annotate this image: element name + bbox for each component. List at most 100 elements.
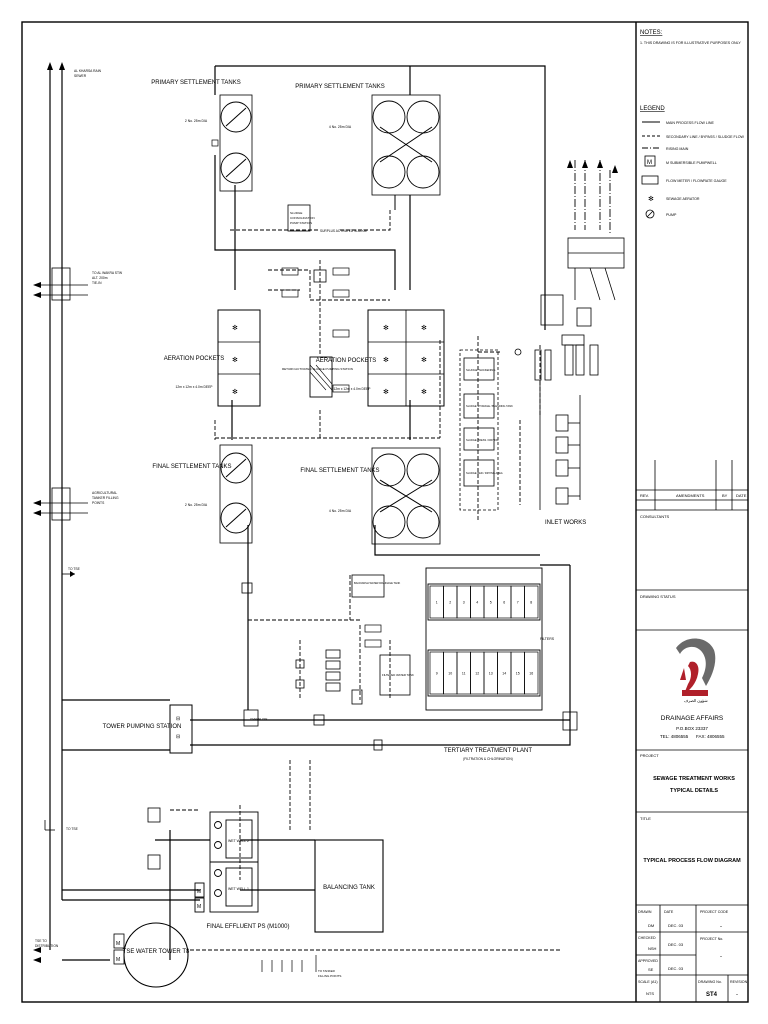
flow-meter-tags (281, 267, 382, 648)
svg-text:BACKWASH WATER DRAINAGE TANK: BACKWASH WATER DRAINAGE TANK (354, 581, 400, 585)
svg-text:AERATION POCKETS: AERATION POCKETS (316, 358, 377, 364)
revision-label: REVISION (730, 980, 748, 984)
sheet-border (21, 21, 749, 1003)
svg-text:AL KHARSA RAIN: AL KHARSA RAIN (74, 69, 102, 73)
consultants-label: CONSULTANTS (640, 514, 670, 519)
svg-text:✻: ✻ (648, 195, 654, 203)
svg-text:SLUDGE: SLUDGE (290, 211, 302, 215)
org-name: DRAINAGE AFFAIRS (661, 715, 724, 722)
filter-number: 6 (503, 601, 505, 605)
svg-text:TIE-IN: TIE-IN (92, 281, 102, 285)
filter-number: 3 (463, 601, 465, 605)
project-code-label: PROJECT CODE (700, 910, 729, 914)
date-label: DATE (664, 910, 674, 914)
svg-text:ALT. 200m: ALT. 200m (92, 276, 108, 280)
svg-text:✻: ✻ (421, 356, 427, 364)
ras-pumping-station: RETURN ACTIVATED SLUDGE PUMPING STATION (282, 356, 353, 398)
legend-item: PUMP (666, 213, 677, 217)
svg-text:M: M (197, 889, 201, 895)
filter-number: 8 (530, 601, 532, 605)
backwash-tank: BACKWASH WATER DRAINAGE TANK (351, 574, 400, 598)
svg-text:✻: ✻ (421, 324, 427, 332)
svg-text:PRIMARY SETTLEMENT TANKS: PRIMARY SETTLEMENT TANKS (295, 84, 384, 90)
overflow-drops (261, 955, 317, 972)
drainage-affairs-logo: شؤون الصرف (676, 638, 716, 703)
svg-text:SLUDGE BED / DRYING AREA: SLUDGE BED / DRYING AREA (466, 471, 503, 475)
approved-date: DEC. 03 (668, 966, 684, 971)
primary-left-sub: 2 No. 25m DIA (185, 119, 208, 123)
scale-label: SCALE (A1) (638, 980, 658, 984)
inlet-works (514, 237, 625, 510)
chemical-dosing (295, 649, 363, 705)
filtered-water-tank: FILTERED WATER TANK (379, 654, 414, 696)
approved-by: SE (648, 967, 654, 972)
tower-pumping-station: ⊟ ⊟ TOWER PUMPING STATION (103, 704, 193, 754)
tse-water-tower: TSE WATER TOWER T8 M M (113, 922, 190, 988)
drawing-title: TYPICAL PROCESS FLOW DIAGRAM (643, 858, 741, 864)
final-left-sub: 2 No. 25m DIA (185, 503, 208, 507)
primary-settlement-tanks-left: PRIMARY SETTLEMENT TANKS 2 No. 25m DIA (151, 80, 253, 192)
checked-label: CHECKED (638, 936, 656, 940)
svg-text:M: M (116, 957, 120, 963)
svg-text:CONSOLIDATION: CONSOLIDATION (290, 216, 315, 220)
filters-label: FILTERS (540, 637, 555, 641)
svg-text:⊟: ⊟ (176, 734, 180, 740)
notes-heading: NOTES: (640, 30, 663, 36)
svg-text:AGRICULTURAL: AGRICULTURAL (92, 491, 117, 495)
svg-text:FINAL SETTLEMENT TANKS: FINAL SETTLEMENT TANKS (152, 464, 231, 470)
filter-number: 16 (529, 672, 533, 676)
svg-text:FINAL SETTLEMENT TANKS: FINAL SETTLEMENT TANKS (300, 468, 379, 474)
checked-date: DEC. 03 (668, 942, 684, 947)
final-settlement-tanks-right: FINAL SETTLEMENT TANKS 4 No. 25m DIA (300, 447, 441, 545)
aeration-pockets-right: ✻✻ ✻✻ ✻✻ AERATION POCKETS 12m x 12m x 4.… (316, 309, 445, 407)
svg-text:M: M (647, 160, 652, 166)
tertiary-label: TERTIARY TREATMENT PLANT (444, 748, 532, 754)
svg-text:TANKER FILLING: TANKER FILLING (92, 496, 119, 500)
final-effluent-label: FINAL EFFLUENT PS (M1000) (206, 924, 289, 930)
project-line-2: TYPICAL DETAILS (670, 788, 718, 794)
final-right-sub: 4 No. 25m DIA (329, 509, 352, 513)
project-no-label: PROJECT No. (700, 937, 723, 941)
project-line-1: SEWAGE TREATMENT WORKS (653, 776, 735, 782)
legend-item: FLOW METER / FLOWRATE GAUGE (666, 179, 727, 183)
legend-item: RISING MAIN (666, 147, 689, 151)
svg-text:FILLING POINTS: FILLING POINTS (318, 974, 341, 978)
svg-text:✻: ✻ (232, 324, 238, 332)
filter-cell (524, 585, 539, 619)
svg-text:M: M (197, 904, 201, 910)
svg-text:PUMP STATION: PUMP STATION (290, 221, 312, 225)
svg-text:✻: ✻ (383, 356, 389, 364)
by-header: BY (722, 493, 728, 498)
aeration-right-sub: 12m x 12m x 4.0m DEEP (333, 387, 371, 391)
tertiary-sub: (FILTRATION & CHLORINATION) (463, 757, 513, 761)
approved-label: APPROVED (638, 959, 658, 963)
filter-number: 7 (517, 601, 519, 605)
svg-text:SLUDGE PRESS / DRYING: SLUDGE PRESS / DRYING (466, 438, 498, 442)
svg-text:✻: ✻ (421, 388, 427, 396)
svg-text:RETURN ACTIVATED SLUDGE PUMPIN: RETURN ACTIVATED SLUDGE PUMPING STATION (282, 367, 353, 371)
rev-header: REV. (640, 493, 649, 498)
svg-text:✻: ✻ (232, 356, 238, 364)
filter-number: 4 (476, 601, 478, 605)
flow-arrows (33, 62, 618, 963)
aeration-left-sub: 12m x 12m x 4.0m DEEP (175, 385, 213, 389)
svg-text:⊟: ⊟ (176, 716, 180, 722)
svg-text:WET WELL 1: WET WELL 1 (228, 887, 249, 891)
drawn-date: DEC. 03 (668, 923, 684, 928)
drawing-status-label: DRAWING STATUS (640, 594, 676, 599)
legend-item: SECONDARY LINE / BYPASS / SLUDGE FLOW (666, 135, 744, 139)
org-fax: FAX: 4806555 (696, 734, 725, 739)
notes-section: NOTES: 1. THIS DRAWING IS FOR ILLUSTRATI… (640, 30, 741, 45)
process-lines (49, 65, 571, 961)
svg-text:SLUDGE THICKENING: SLUDGE THICKENING (466, 368, 495, 372)
project-label: PROJECT (640, 753, 659, 758)
svg-text:FILTERED WATER TANK: FILTERED WATER TANK (382, 673, 414, 677)
drawing-no-label: DRAWING No. (698, 980, 722, 984)
legend-item: MAIN PROCESS FLOW LINE (666, 121, 715, 125)
drawn-label: DRAWN (638, 910, 652, 914)
balancing-tank: BALANCING TANK (314, 839, 384, 933)
checked-by: NSH (648, 946, 657, 951)
svg-text:SEWER: SEWER (74, 74, 87, 78)
overflow-label: OVERFLOW (250, 717, 267, 721)
